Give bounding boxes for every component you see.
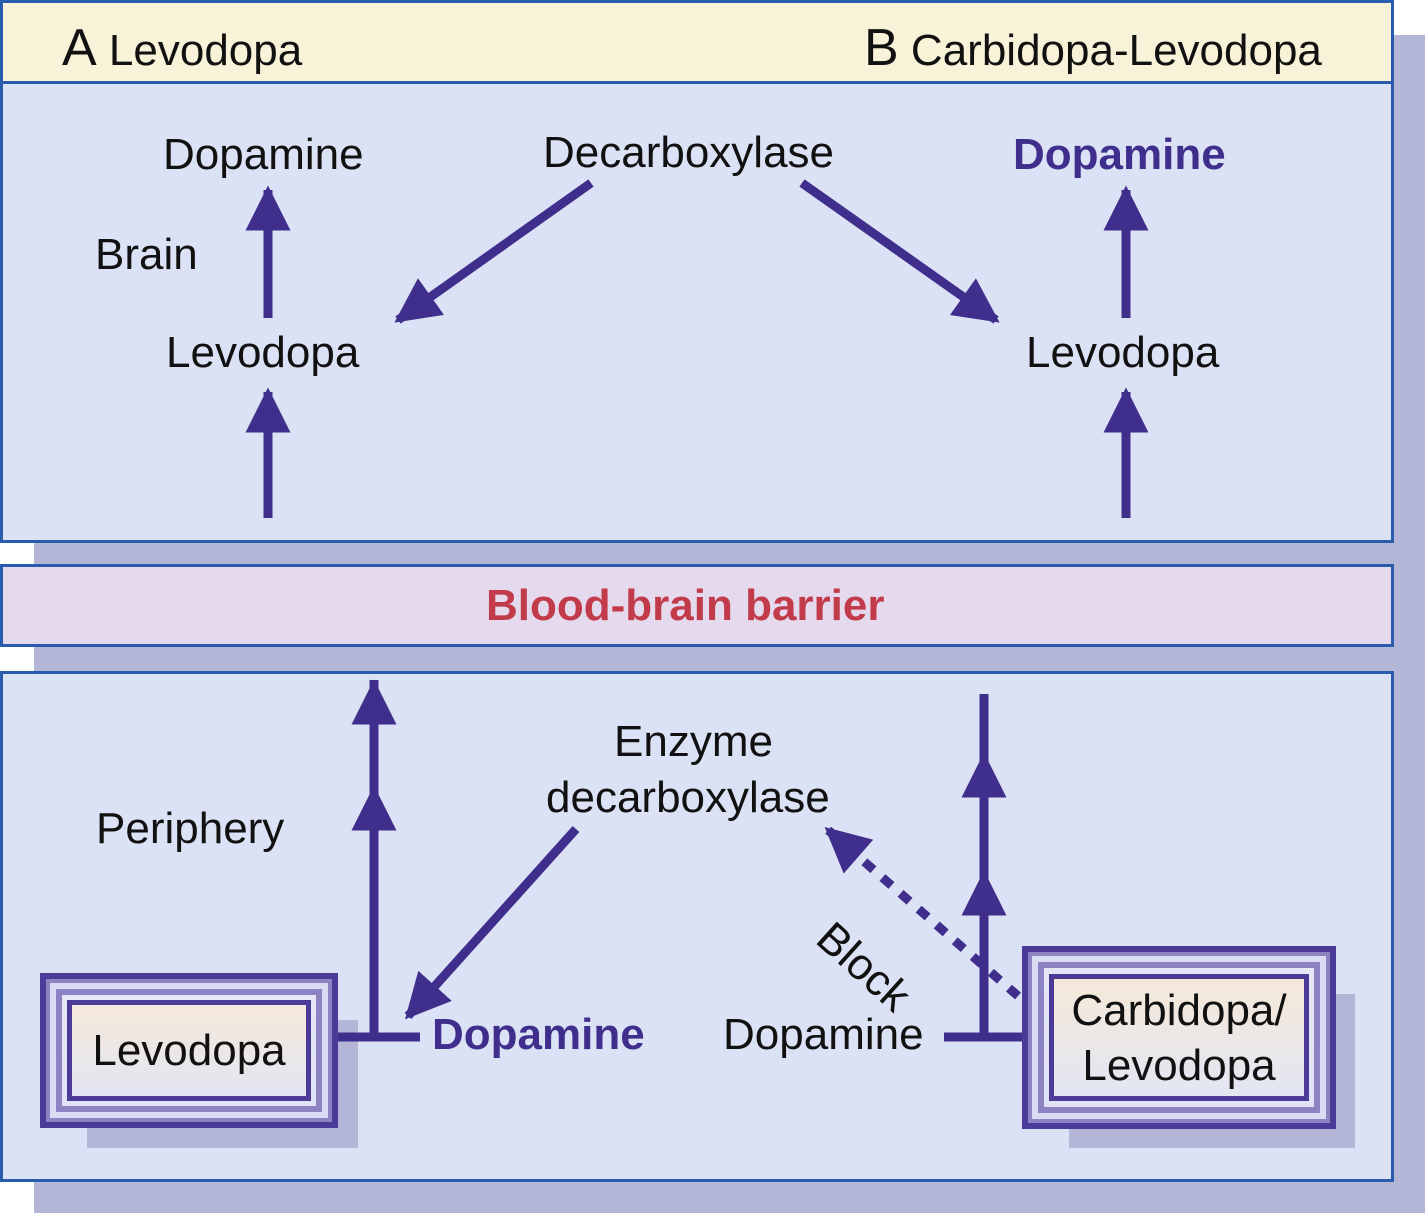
enzyme-label-line2: decarboxylase — [546, 773, 830, 822]
block-dotted-arrow — [824, 826, 1021, 1000]
panel-a-title: A Levodopa — [62, 22, 302, 74]
panel-b-title: B Carbidopa-Levodopa — [864, 22, 1322, 74]
b-brain-dopamine-label: Dopamine — [1013, 130, 1226, 179]
panel-shadow-bottom — [34, 1180, 1425, 1213]
b-brain-levodopa-label: Levodopa — [1026, 328, 1220, 377]
panel-b-title-text: Carbidopa-Levodopa — [910, 26, 1322, 75]
gap-shadow-lower — [34, 645, 1394, 673]
a-brain-dopamine-label: Dopamine — [163, 130, 364, 179]
gap-shadow-upper — [34, 541, 1394, 566]
a-decarboxylase-arrow — [394, 179, 594, 324]
carbidopa-levodopa-drug-box-inner: Carbidopa/ Levodopa — [1049, 974, 1309, 1101]
levodopa-drug-box: Levodopa — [40, 973, 338, 1128]
header-bar — [0, 0, 1394, 84]
panel-b-letter: B — [864, 19, 899, 77]
panel-shadow-right — [1393, 35, 1425, 1213]
panel-a-letter: A — [62, 19, 97, 77]
carbidopa-drug-label-line1: Carbidopa/ — [1071, 985, 1287, 1035]
carbidopa-drug-label-line2: Levodopa — [1082, 1040, 1276, 1090]
levodopa-drug-label: Levodopa — [92, 1026, 286, 1075]
blood-brain-barrier-panel — [0, 564, 1394, 647]
brain-region-label: Brain — [95, 230, 198, 279]
brain-panel — [0, 81, 1394, 543]
panel-a-title-text: Levodopa — [108, 26, 303, 75]
enzyme-label-line1: Enzyme — [614, 717, 773, 766]
b-periphery-dopamine-label: Dopamine — [723, 1010, 924, 1059]
periphery-region-label: Periphery — [96, 804, 285, 853]
a-periphery-dopamine-label: Dopamine — [432, 1010, 645, 1059]
a-enzyme-to-dopamine-arrow — [404, 825, 580, 1020]
levodopa-drug-box-inner: Levodopa — [67, 1000, 311, 1101]
b-decarboxylase-arrow — [799, 179, 1000, 324]
blood-brain-barrier-label: Blood-brain barrier — [486, 581, 885, 630]
carbidopa-levodopa-drug-box: Carbidopa/ Levodopa — [1022, 946, 1336, 1129]
a-brain-levodopa-label: Levodopa — [166, 328, 360, 377]
decarboxylase-label: Decarboxylase — [543, 128, 835, 177]
